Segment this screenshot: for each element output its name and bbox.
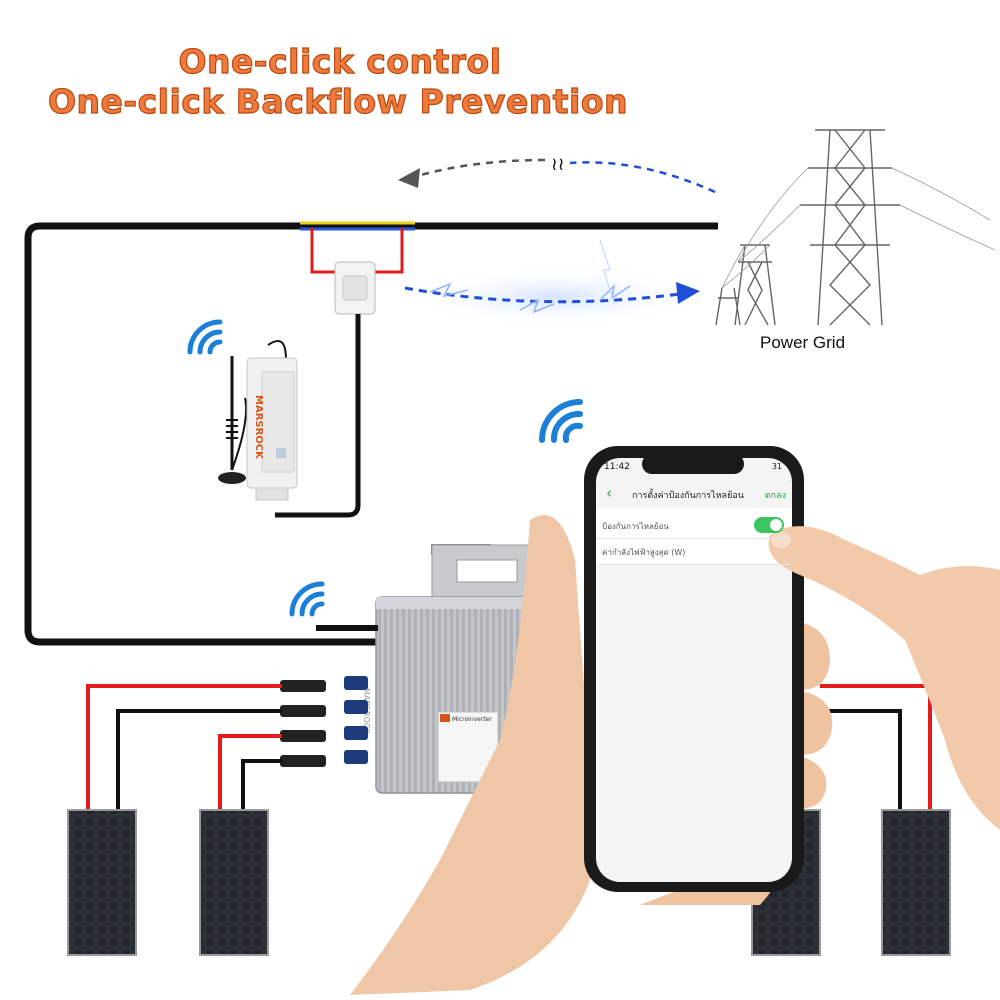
inverter-plate-title: Microinverter (452, 716, 492, 723)
flow-arrow-bottom (404, 239, 705, 327)
phone-notch (642, 454, 744, 474)
confirm-button[interactable]: ตกลง (764, 491, 786, 501)
meter-brand: MARSROCK (253, 395, 264, 460)
setting-label-backflow: ป้องกันการไหลย้อน (602, 522, 669, 531)
status-time: 11:42 (604, 462, 630, 472)
backflow-toggle[interactable] (754, 517, 784, 533)
toggle-knob (770, 519, 782, 531)
transmission-tower-icon (715, 129, 996, 326)
current-clamp (275, 228, 404, 518)
headline-line-2: One-click Backflow Prevention (47, 81, 629, 121)
clamp-cable (275, 314, 361, 518)
power-grid-label: Power Grid (760, 333, 846, 352)
main-cable (24, 221, 718, 646)
wifi-icon (539, 399, 583, 443)
wifi-icon (289, 581, 325, 617)
setting-row-max-power[interactable]: ค่ากำลังไฟฟ้าสูงสุด (W) (596, 538, 792, 565)
app-navbar: ‹ การตั้งค่าป้องกันการไหลย้อน ตกลง (596, 482, 792, 508)
wifi-icon (187, 319, 223, 355)
status-battery: 31 (771, 462, 782, 471)
finger-icon (768, 526, 1000, 830)
setting-label-max-power: ค่ากำลังไฟฟ้าสูงสุด (W) (602, 548, 686, 557)
smart-meter: MARSROCK (218, 340, 298, 501)
app-screen: 11:42 31 ‹ การตั้งค่าป้องกันการไหลย้อน ต… (596, 458, 792, 882)
page-title: การตั้งค่าป้องกันการไหลย้อน (632, 491, 744, 501)
back-icon[interactable]: ‹ (606, 484, 612, 502)
lightning-icon (429, 282, 631, 314)
flow-arrow-top: ≀≀ (398, 154, 716, 194)
headline-line-1: One-click control (178, 41, 502, 81)
setting-row-backflow[interactable]: ป้องกันการไหลย้อน (596, 512, 792, 539)
blocked-flow-mark: ≀≀ (551, 154, 565, 175)
